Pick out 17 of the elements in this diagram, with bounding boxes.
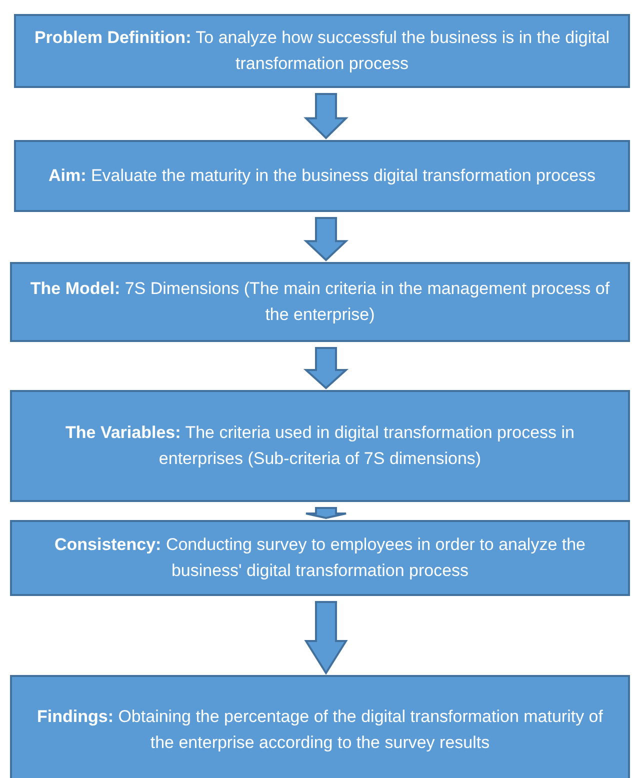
- process-box: [10, 262, 630, 342]
- down-arrow: [303, 347, 349, 390]
- process-box: [14, 140, 630, 212]
- down-arrow: [304, 93, 348, 140]
- down-arrow: [303, 217, 349, 262]
- down-arrow: [304, 601, 348, 675]
- process-box: [14, 14, 630, 88]
- step-text: The Model: 7S Dimensions (The main criteria in the management process of the enterprise): [29, 278, 611, 326]
- down-arrow: [305, 507, 347, 520]
- process-box: [10, 675, 630, 778]
- step-text: Findings: Obtaining the percentage of the digital transformation maturity of the enterprise according to the survey results: [36, 706, 604, 754]
- step-text: The Variables: The criteria used in digital transformation process in enterprises (Sub-criteria of 7S dimensions): [64, 422, 576, 470]
- step-text: Aim: Evaluate the maturity in the business digital transformation process: [48, 165, 596, 187]
- step-text: Problem Definition: To analyze how successful the business is in the digital transformation process: [33, 27, 611, 75]
- process-box: [10, 520, 630, 596]
- process-box: [10, 390, 630, 502]
- step-text: Consistency: Conducting survey to employees in order to analyze the business' digital transformation process: [53, 534, 587, 582]
